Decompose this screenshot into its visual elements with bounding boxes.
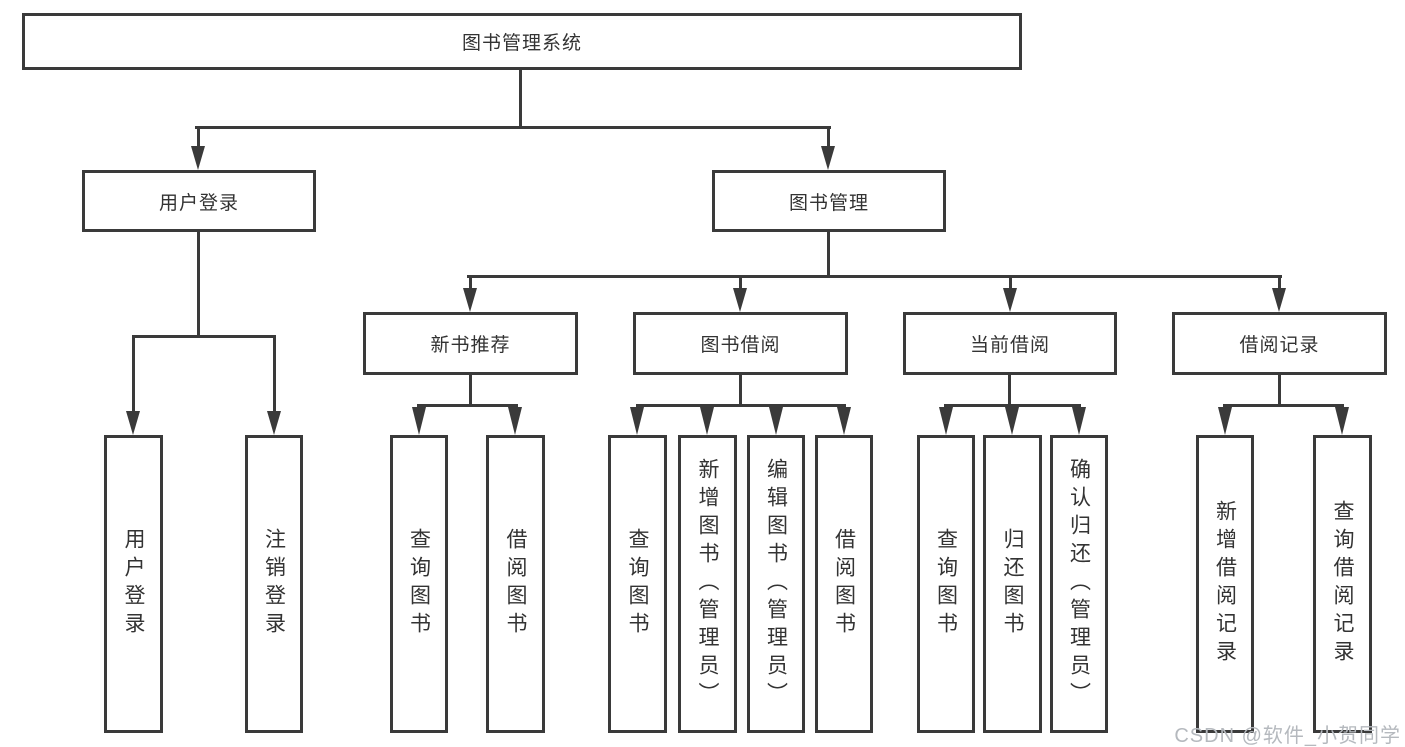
connector-line [417, 404, 518, 407]
leaf-add-borrow-record: 新增借阅记录 [1196, 435, 1254, 733]
connector-line [1278, 375, 1281, 407]
node-current-borrowing: 当前借阅 [903, 312, 1117, 375]
node-library-management-system: 图书管理系统 [22, 13, 1022, 70]
node-label: 查询图书 [934, 528, 958, 640]
connector-line [132, 335, 276, 338]
leaf-query-borrow-record: 查询借阅记录 [1313, 435, 1372, 733]
node-label: 当前借阅 [969, 335, 1050, 356]
leaf-edit-books-admin: 编辑图书（管理员） [747, 435, 805, 733]
node-label: 图书管理系统 [461, 33, 582, 54]
leaf-confirm-return-admin: 确认归还（管理员） [1050, 435, 1108, 733]
node-label: 查询图书 [626, 528, 649, 640]
node-label: 归还图书 [1001, 528, 1024, 640]
leaf-return-books: 归还图书 [983, 435, 1042, 733]
node-new-book-recommend: 新书推荐 [363, 312, 578, 375]
node-label: 注销登录 [262, 528, 286, 640]
arrow-down-icon [1003, 288, 1017, 312]
node-label: 用户登录 [122, 528, 145, 640]
leaf-query-books-borrowing: 查询图书 [608, 435, 667, 733]
arrow-down-icon [700, 407, 714, 435]
arrow-down-icon [1272, 288, 1286, 312]
connector-line [273, 337, 276, 413]
arrow-down-icon [463, 288, 477, 312]
node-label: 查询图书 [407, 528, 431, 640]
connector-line [519, 70, 522, 127]
node-book-management: 图书管理 [712, 170, 946, 232]
node-borrowing-records: 借阅记录 [1172, 312, 1387, 375]
connector-line [1278, 277, 1281, 290]
leaf-user-login: 用户登录 [104, 435, 163, 733]
arrow-down-icon [267, 411, 281, 435]
leaf-add-books-admin: 新增图书（管理员） [678, 435, 737, 733]
arrow-down-icon [821, 146, 835, 170]
arrow-down-icon [1005, 407, 1019, 435]
leaf-query-books-current: 查询图书 [917, 435, 975, 733]
arrow-down-icon [837, 407, 851, 435]
leaf-logout: 注销登录 [245, 435, 303, 733]
arrow-down-icon [733, 288, 747, 312]
connector-line [197, 128, 200, 148]
arrow-down-icon [939, 407, 953, 435]
connector-line [827, 232, 830, 278]
node-label: 新增借阅记录 [1213, 500, 1237, 668]
arrow-down-icon [769, 407, 783, 435]
arrow-down-icon [1335, 407, 1349, 435]
node-label: 确认归还（管理员） [1067, 458, 1091, 710]
connector-line [195, 126, 831, 129]
arrow-down-icon [412, 407, 426, 435]
connector-line [1223, 404, 1344, 407]
connector-line [739, 375, 742, 407]
connector-line [944, 404, 1081, 407]
connector-line [197, 232, 200, 338]
node-label: 借阅记录 [1239, 335, 1320, 356]
node-label: 图书借阅 [700, 335, 781, 356]
node-label: 查询借阅记录 [1331, 500, 1354, 668]
node-user-login: 用户登录 [82, 170, 316, 232]
connector-line [469, 375, 472, 407]
connector-line [1009, 277, 1012, 290]
node-label: 借阅图书 [504, 528, 527, 640]
connector-line [1008, 375, 1011, 407]
connector-line [636, 404, 846, 407]
node-label: 图书管理 [788, 192, 869, 214]
node-label: 新书推荐 [430, 335, 511, 356]
leaf-borrow-books-recommend: 借阅图书 [486, 435, 545, 733]
arrow-down-icon [1072, 407, 1086, 435]
watermark: CSDN @软件_小贺同学 [1174, 725, 1401, 747]
leaf-query-books-recommend: 查询图书 [390, 435, 448, 733]
connector-line [469, 277, 472, 290]
connector-line [132, 337, 135, 413]
arrow-down-icon [126, 411, 140, 435]
node-label: 新增图书（管理员） [696, 458, 719, 710]
arrow-down-icon [1218, 407, 1232, 435]
arrow-down-icon [191, 146, 205, 170]
connector-line [739, 277, 742, 290]
node-label: 借阅图书 [832, 528, 856, 640]
arrow-down-icon [508, 407, 522, 435]
leaf-borrow-books-borrowing: 借阅图书 [815, 435, 873, 733]
connector-line [467, 275, 1282, 278]
node-book-borrowing: 图书借阅 [633, 312, 848, 375]
node-label: 用户登录 [158, 192, 239, 214]
connector-line [827, 128, 830, 148]
node-label: 编辑图书（管理员） [764, 458, 788, 710]
arrow-down-icon [630, 407, 644, 435]
